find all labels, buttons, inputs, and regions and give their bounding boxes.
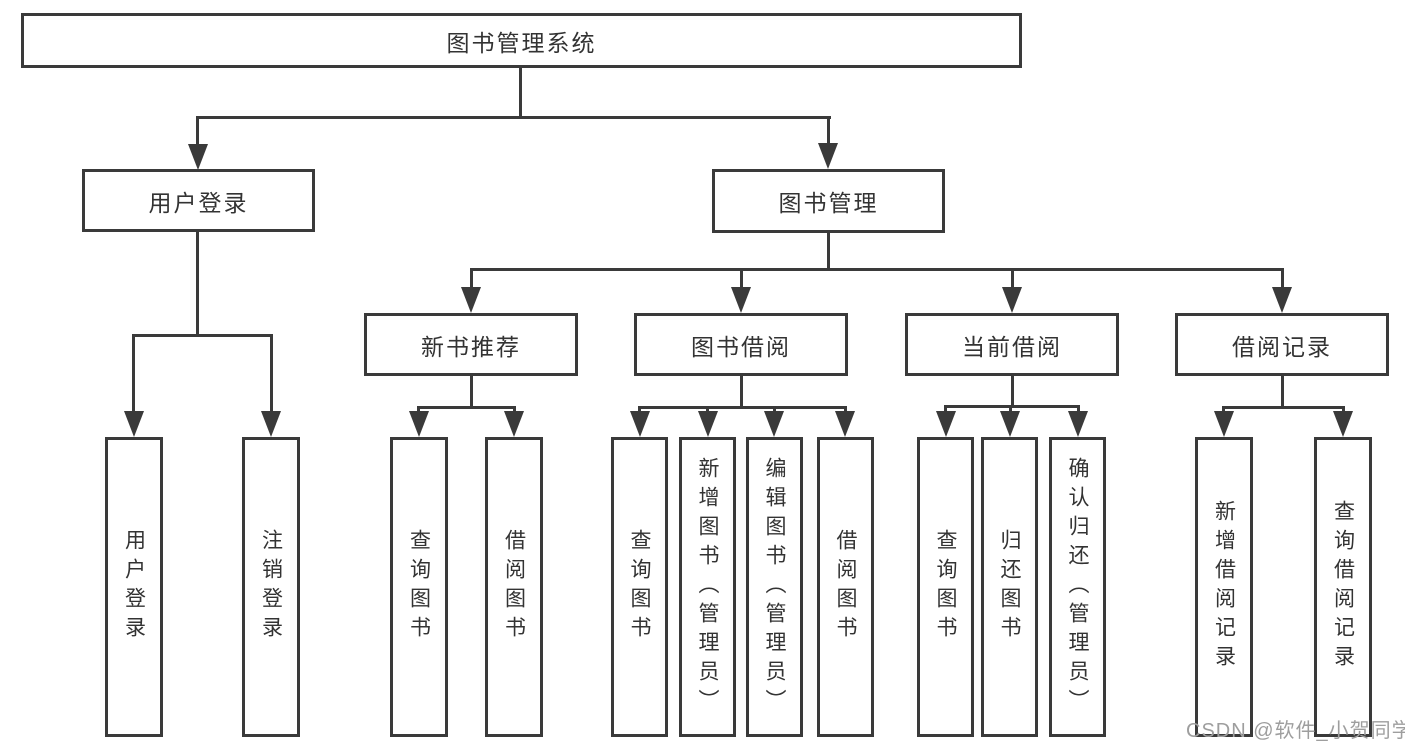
connector-line (827, 116, 830, 145)
arrow-down-icon (461, 287, 481, 313)
arrow-down-icon (188, 144, 208, 170)
leaf-borrow-books: 借阅图书 (817, 437, 874, 737)
connector-line (1011, 268, 1014, 292)
leaf-borrow-books-recommend: 借阅图书 (485, 437, 543, 737)
leaf-add-borrow-record-label: 新增借阅记录 (1212, 500, 1236, 674)
leaf-borrow-books-recommend-label: 借阅图书 (502, 529, 526, 645)
node-user-login-label: 用户登录 (148, 189, 249, 216)
connector-line (470, 268, 1283, 271)
leaf-query-borrow-record-label: 查询借阅记录 (1331, 500, 1355, 674)
arrow-down-icon (936, 411, 956, 437)
connector-line (196, 232, 199, 336)
leaf-query-books-borrow: 查询图书 (611, 437, 668, 737)
connector-line (470, 376, 473, 408)
arrow-down-icon (835, 411, 855, 437)
node-borrow-records: 借阅记录 (1175, 313, 1389, 376)
leaf-add-book-admin: 新增图书（管理员） (679, 437, 736, 737)
node-user-login: 用户登录 (82, 169, 315, 232)
arrow-down-icon (698, 411, 718, 437)
leaf-logout-label: 注销登录 (259, 529, 283, 645)
leaf-query-borrow-record: 查询借阅记录 (1314, 437, 1372, 737)
connector-line (827, 233, 830, 270)
arrow-down-icon (731, 287, 751, 313)
connector-line (944, 405, 947, 416)
connector-line (1281, 268, 1284, 292)
arrow-down-icon (1068, 411, 1088, 437)
leaf-confirm-return-admin: 确认归还（管理员） (1049, 437, 1106, 737)
connector-line (417, 406, 516, 409)
node-book-borrow: 图书借阅 (634, 313, 848, 376)
node-book-management: 图书管理 (712, 169, 945, 233)
node-current-borrow-label: 当前借阅 (962, 333, 1062, 360)
connector-line (740, 376, 743, 408)
connector-line (1011, 376, 1014, 407)
connector-line (638, 406, 847, 409)
connector-line (519, 68, 522, 118)
leaf-return-books: 归还图书 (981, 437, 1038, 737)
arrow-down-icon (1002, 287, 1022, 313)
leaf-add-book-admin-label: 新增图书（管理员） (696, 456, 719, 718)
node-borrow-records-label: 借阅记录 (1232, 333, 1332, 360)
leaf-user-login: 用户登录 (105, 437, 163, 737)
node-book-management-label: 图书管理 (778, 190, 879, 216)
node-root: 图书管理系统 (21, 13, 1022, 68)
connector-line (197, 116, 831, 119)
arrow-down-icon (630, 411, 650, 437)
arrow-down-icon (818, 143, 838, 169)
leaf-logout: 注销登录 (242, 437, 300, 737)
leaf-edit-book-admin: 编辑图书（管理员） (746, 437, 803, 737)
csdn-watermark: CSDN @软件_小贺同学 (1186, 720, 1405, 742)
connector-line (944, 405, 1080, 408)
connector-line (1077, 405, 1080, 416)
leaf-query-books-borrow-label: 查询图书 (628, 529, 651, 645)
connector-line (132, 334, 273, 337)
arrow-down-icon (261, 411, 281, 437)
connector-line (470, 268, 473, 292)
leaf-confirm-return-admin-label: 确认归还（管理员） (1066, 456, 1089, 718)
leaf-borrow-books-label: 借阅图书 (834, 529, 857, 645)
connector-line (1222, 406, 1345, 409)
leaf-query-books-current-label: 查询图书 (934, 529, 957, 645)
node-new-book-recommend-label: 新书推荐 (421, 333, 521, 360)
leaf-edit-book-admin-label: 编辑图书（管理员） (763, 456, 786, 718)
arrow-down-icon (1214, 411, 1234, 437)
arrow-down-icon (1333, 411, 1353, 437)
connector-line (740, 268, 743, 292)
connector-line (1281, 376, 1284, 408)
node-root-label: 图书管理系统 (446, 29, 597, 56)
leaf-user-login-label: 用户登录 (122, 529, 146, 645)
leaf-add-borrow-record: 新增借阅记录 (1195, 437, 1253, 737)
arrow-down-icon (504, 411, 524, 437)
arrow-down-icon (124, 411, 144, 437)
node-current-borrow: 当前借阅 (905, 313, 1119, 376)
connector-line (270, 334, 273, 414)
connector-line (132, 334, 135, 414)
node-book-borrow-label: 图书借阅 (691, 333, 791, 360)
connector-line (1009, 405, 1012, 416)
node-new-book-recommend: 新书推荐 (364, 313, 578, 376)
arrow-down-icon (409, 411, 429, 437)
arrow-down-icon (1272, 287, 1292, 313)
leaf-query-books-recommend-label: 查询图书 (407, 529, 431, 645)
leaf-query-books-current: 查询图书 (917, 437, 974, 737)
arrow-down-icon (1000, 411, 1020, 437)
leaf-return-books-label: 归还图书 (998, 529, 1021, 645)
arrow-down-icon (764, 411, 784, 437)
connector-line (196, 116, 199, 146)
leaf-query-books-recommend: 查询图书 (390, 437, 448, 737)
